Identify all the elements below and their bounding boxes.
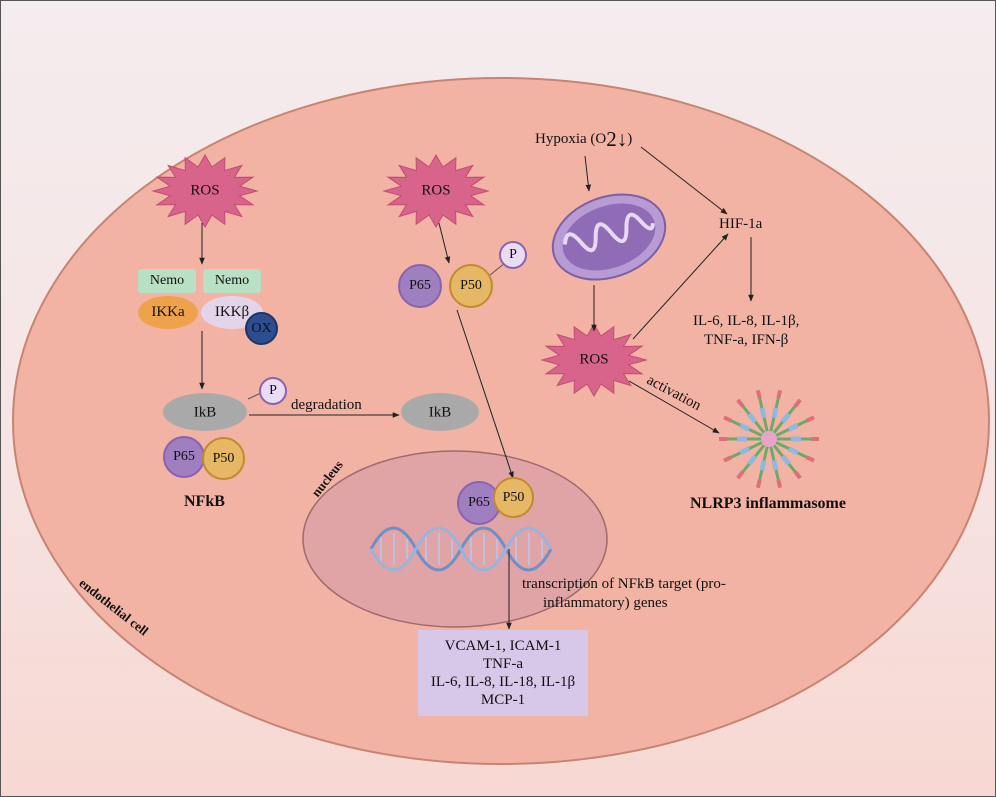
degradation-label: degradation xyxy=(291,397,362,413)
cytokines-label-line1: IL-6, IL-8, IL-1β, xyxy=(693,313,800,329)
p50-cytoplasm: P50 xyxy=(202,437,245,480)
ros-label-middle: ROS xyxy=(421,182,451,199)
cytokines-label-line2: TNF-a, IFN-β xyxy=(704,332,789,348)
hypoxia-suffix: ) xyxy=(627,131,633,147)
arrow-ros-to-nlrp3 xyxy=(628,380,720,434)
phospho-link-ikb xyxy=(247,392,262,400)
transcription-label-line2: inflammatory) genes xyxy=(543,595,668,611)
nfkb-label: NFkB xyxy=(184,493,225,510)
arrow-p50-to-nucleus xyxy=(456,309,514,479)
mitochondrion-icon xyxy=(551,193,667,281)
down-arrow-icon: ↓ xyxy=(616,127,628,151)
p65-cytoplasm: P65 xyxy=(163,436,205,478)
ros-label-right: ROS xyxy=(579,351,609,368)
gene-line: TNF-a xyxy=(483,656,523,672)
arrow-hypoxia-to-hif xyxy=(640,146,728,215)
target-genes-box: VCAM-1, ICAM-1 TNF-a IL-6, IL-8, IL-18, … xyxy=(418,630,588,716)
arrow-ros-to-hif xyxy=(632,233,729,340)
p50-nuclear: P50 xyxy=(493,477,534,518)
ox-modification: OX xyxy=(245,312,278,345)
ros-label-left: ROS xyxy=(190,182,220,199)
endothelial-cell-membrane xyxy=(12,77,990,765)
ikb-label-right: IkB xyxy=(428,404,452,421)
arrow-hypoxia-to-mito xyxy=(584,155,592,192)
ikb-blob-left xyxy=(163,393,247,431)
nlrp3-label: NLRP3 inflammasome xyxy=(690,495,846,512)
hypoxia-label: Hypoxia (O2↓) xyxy=(535,129,632,150)
ikb-label-left: IkB xyxy=(193,404,217,421)
dna-helix-icon xyxy=(369,526,553,572)
p50-free: P50 xyxy=(449,264,493,308)
hif-label: HIF-1a xyxy=(719,216,763,232)
phosphate-ikb: P xyxy=(259,377,287,405)
gene-line: IL-6, IL-8, IL-18, IL-1β xyxy=(430,674,576,690)
gene-line: MCP-1 xyxy=(480,692,526,708)
ikb-blob-right xyxy=(401,393,479,431)
ros-burst-right xyxy=(540,322,648,398)
nemo-box-right: Nemo xyxy=(203,269,261,293)
nemo-box-left: Nemo xyxy=(138,269,196,293)
ikka-subunit: IKKa xyxy=(138,296,198,329)
phosphate-p50: P xyxy=(499,241,527,269)
gene-line: VCAM-1, ICAM-1 xyxy=(444,638,562,654)
hypoxia-prefix: Hypoxia (O xyxy=(535,131,607,147)
ros-burst-left xyxy=(151,153,259,229)
nlrp3-inflammasome-icon xyxy=(719,389,819,489)
p65-free: P65 xyxy=(398,264,442,308)
transcription-label-line1: transcription of NFkB target (pro- xyxy=(522,576,726,592)
arrows xyxy=(199,146,754,630)
hypoxia-o2-subscript: 2 xyxy=(606,127,617,151)
ros-burst-middle xyxy=(382,153,490,229)
arrow-ros-to-p65 xyxy=(438,222,451,264)
